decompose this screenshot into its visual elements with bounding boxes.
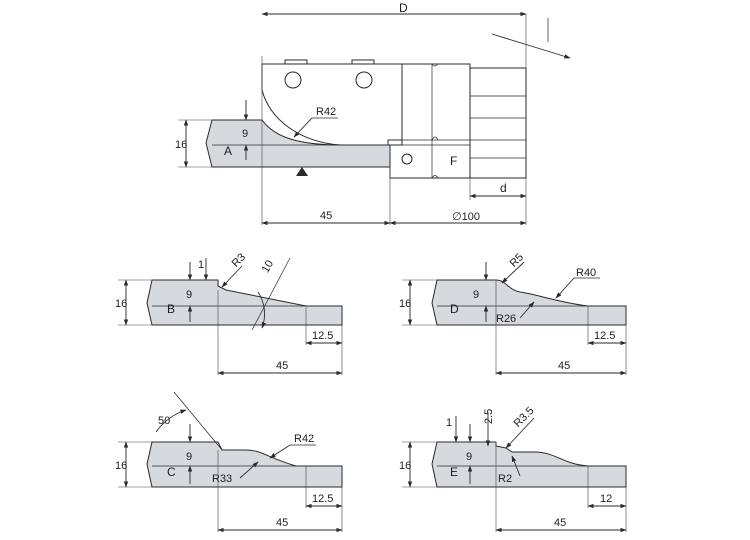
profile-label-d: D: [450, 302, 459, 316]
profile-d-part: [431, 279, 627, 326]
radius-e-r2: R2: [498, 473, 512, 485]
dim-e-1: 1: [446, 417, 452, 429]
bore-hole: [401, 153, 413, 165]
radius-d-r5: R5: [508, 251, 526, 269]
angle-c-50: 50: [158, 415, 170, 427]
profile-label-e: E: [450, 465, 458, 479]
dim-small-d: d: [500, 181, 507, 195]
dim-overall: D: [399, 1, 408, 15]
dim-step-9: 9: [242, 128, 248, 140]
angle-b-10: 10: [260, 258, 277, 275]
dim-b-45: 45: [276, 360, 288, 372]
cutter-label-f: F: [450, 154, 457, 168]
profile-d: 16 9 D R5 R40 R26 12.5 45: [399, 251, 627, 376]
profile-c-part: [146, 441, 343, 488]
profile-e-part: [431, 441, 627, 488]
dim-height-16: 16: [175, 139, 187, 151]
cutter-head: [261, 63, 403, 146]
dim-b-16: 16: [115, 298, 127, 310]
top-assembly: D 45 ∅100 d 16 9 A R42 F: [175, 1, 571, 226]
dim-b-1: 1: [198, 259, 204, 271]
dim-c-12-5: 12.5: [312, 493, 333, 505]
dim-c-45: 45: [276, 517, 288, 529]
dim-e-9: 9: [466, 451, 472, 463]
dim-d-12-5: 12.5: [594, 330, 615, 342]
dim-length-45: 45: [320, 210, 332, 222]
dim-c-16: 16: [115, 460, 127, 472]
dim-d-45: 45: [558, 360, 570, 372]
radius-c-r33: R33: [212, 473, 232, 485]
dim-d-9: 9: [473, 289, 479, 301]
profile-c: 16 9 C 50 R42 R33 12.5 45: [115, 391, 343, 533]
dim-d-16: 16: [399, 298, 411, 310]
dim-e-16: 16: [399, 460, 411, 472]
dim-b-12-5: 12.5: [312, 330, 333, 342]
screw-hole: [284, 71, 302, 89]
dim-diameter: ∅100: [452, 211, 480, 223]
profile-label-a: A: [224, 144, 232, 158]
radius-d-r26: R26: [496, 313, 516, 325]
profile-b-part: [146, 279, 343, 326]
screw-hole: [355, 71, 373, 89]
profile-e: 16 9 E 1 2.5 R3.5 R2 12 45: [399, 405, 627, 533]
radius-e-r3-5: R3.5: [512, 405, 537, 430]
profile-b: 16 9 B 1 R3 10 12.5 45: [115, 251, 343, 376]
dim-e-12: 12: [600, 493, 612, 505]
dim-e-2-5: 2.5: [483, 409, 495, 424]
profile-label-b: B: [167, 302, 175, 316]
radius-d-r40: R40: [576, 267, 596, 279]
dim-e-45: 45: [554, 517, 566, 529]
profile-label-c: C: [167, 465, 176, 479]
dim-c-9: 9: [186, 451, 192, 463]
dim-b-9: 9: [186, 289, 192, 301]
radius-c-r42: R42: [294, 433, 314, 445]
radius-r42: R42: [316, 106, 336, 118]
radius-b-r3: R3: [230, 251, 248, 269]
